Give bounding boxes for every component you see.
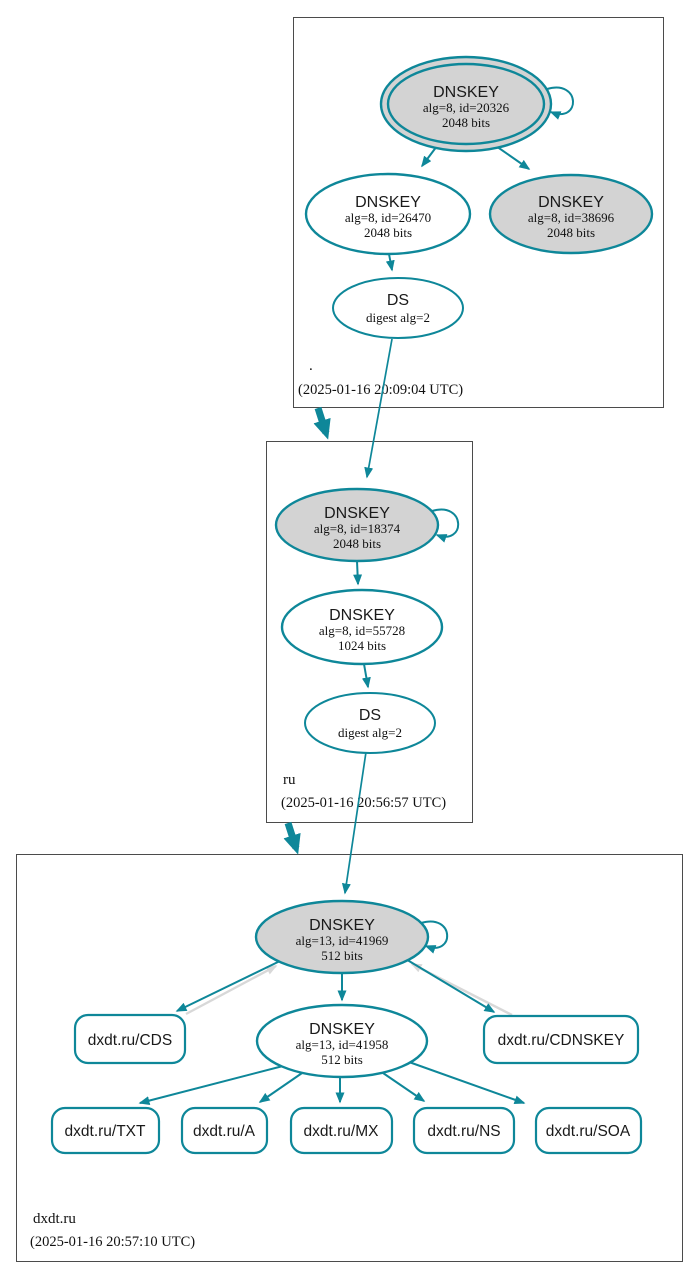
edge-dxdt-ksk-to-cdnskey — [403, 957, 496, 1013]
edge-delegation-ru-to-dxdt — [283, 821, 301, 855]
ru-zsk-detail2: 1024 bits — [338, 638, 386, 653]
root-ksk2-detail2: 2048 bits — [547, 225, 595, 240]
root-zsk-detail1: alg=8, id=26470 — [345, 210, 431, 225]
rrset-a-label: dxdt.ru/A — [193, 1123, 256, 1140]
ru-zsk-detail1: alg=8, id=55728 — [319, 623, 405, 638]
edge-root-ksk-to-zsk — [421, 145, 438, 168]
edge-dxdt-zsk-to-a — [258, 1070, 306, 1103]
rrset-mx-node: dxdt.ru/MX — [289, 1106, 394, 1155]
root-ksk-inner-ring — [386, 62, 546, 146]
zone-label-ru: ru — [283, 772, 296, 788]
edge-dxdt-ksk-selfsign-loop — [420, 920, 449, 954]
edge-ru-ksk-to-zsk — [353, 560, 363, 586]
dxdt-ksk-detail2: 512 bits — [321, 948, 363, 963]
ru-ksk-detail2: 2048 bits — [333, 536, 381, 551]
ru-ds-node: DS digest alg=2 — [304, 692, 436, 754]
dxdt-ksk-detail1: alg=13, id=41969 — [296, 933, 389, 948]
zone-timestamp-dxdt: (2025-01-16 20:57:10 UTC) — [30, 1234, 195, 1250]
rrset-soa-box — [534, 1106, 643, 1155]
root-ds-ellipse — [332, 277, 464, 339]
dxdt-ksk-node: DNSKEY alg=13, id=41969 512 bits — [254, 899, 430, 975]
rrset-cds-node: dxdt.ru/CDS — [73, 1013, 187, 1065]
root-ksk2-detail1: alg=8, id=38696 — [528, 210, 615, 225]
root-ksk-node: DNSKEY alg=8, id=20326 2048 bits — [379, 55, 553, 153]
dxdt-zsk-detail1: alg=13, id=41958 — [296, 1037, 389, 1052]
root-zsk-node: DNSKEY alg=8, id=26470 2048 bits — [304, 172, 472, 256]
root-ds-detail1: digest alg=2 — [366, 310, 430, 325]
rrset-mx-box — [289, 1106, 394, 1155]
rrset-txt-label: dxdt.ru/TXT — [65, 1123, 146, 1140]
zone-box-dxdt — [16, 854, 683, 1262]
rrset-soa-node: dxdt.ru/SOA — [534, 1106, 643, 1155]
dxdt-zsk-detail2: 512 bits — [321, 1052, 363, 1067]
zone-label-root: . — [309, 358, 313, 374]
ru-ksk-node: DNSKEY alg=8, id=18374 2048 bits — [274, 487, 440, 563]
root-ksk-detail1: alg=8, id=20326 — [423, 100, 510, 115]
root-ds-node: DS digest alg=2 — [332, 277, 464, 339]
edge-dxdt-zsk-to-soa — [408, 1061, 526, 1105]
rrset-cdnskey-box — [482, 1014, 640, 1065]
zone-label-dxdt: dxdt.ru — [33, 1211, 76, 1227]
zone-timestamp-ru: (2025-01-16 20:56:57 UTC) — [281, 795, 446, 811]
root-ds-title: DS — [387, 292, 409, 309]
root-ksk-title: DNSKEY — [433, 84, 499, 101]
rrset-cds-box — [73, 1013, 187, 1065]
root-zsk-ellipse — [304, 172, 472, 256]
edge-root-ds-to-ru-ksk — [364, 338, 393, 479]
dxdt-zsk-title: DNSKEY — [309, 1021, 375, 1038]
ru-ds-title: DS — [359, 707, 381, 724]
ru-ds-ellipse — [304, 692, 436, 754]
rrset-txt-box — [50, 1106, 161, 1155]
edge-ru-ds-to-dxdt-ksk — [341, 751, 367, 895]
edge-delegation-root-to-ru — [313, 406, 331, 440]
ru-ksk-ellipse — [274, 487, 440, 563]
edge-dxdt-zsk-to-ns — [382, 1072, 426, 1102]
dxdt-ksk-title: DNSKEY — [309, 917, 375, 934]
zone-timestamp-root: (2025-01-16 20:09:04 UTC) — [298, 382, 463, 398]
root-ksk2-node: DNSKEY alg=8, id=38696 2048 bits — [488, 173, 654, 255]
ru-zsk-ellipse — [280, 588, 444, 666]
rrset-mx-label: dxdt.ru/MX — [304, 1123, 380, 1140]
edge-ru-zsk-to-ds — [361, 663, 371, 689]
edge-ru-ksk-selfsign-loop — [431, 508, 460, 543]
root-ksk-detail2: 2048 bits — [442, 115, 490, 130]
edge-dxdt-zsk-to-txt — [138, 1065, 284, 1105]
rrset-ns-label: dxdt.ru/NS — [427, 1123, 500, 1140]
rrset-cdnskey-label: dxdt.ru/CDNSKEY — [498, 1032, 625, 1049]
root-ksk2-ellipse — [488, 173, 654, 255]
ru-zsk-node: DNSKEY alg=8, id=55728 1024 bits — [280, 588, 444, 666]
rrset-a-node: dxdt.ru/A — [180, 1106, 269, 1155]
zone-box-ru — [266, 441, 473, 823]
edge-cds-to-dxdt-ksk-gray — [185, 964, 278, 1016]
zone-box-root — [293, 17, 664, 408]
rrset-a-box — [180, 1106, 269, 1155]
dxdt-zsk-node: DNSKEY alg=13, id=41958 512 bits — [255, 1003, 429, 1079]
edge-root-ksk-to-ksk2 — [495, 145, 531, 170]
rrset-cds-label: dxdt.ru/CDS — [88, 1032, 172, 1049]
edge-root-zsk-to-ds — [385, 253, 395, 272]
rrset-ns-box — [412, 1106, 516, 1155]
rrset-soa-label: dxdt.ru/SOA — [546, 1123, 631, 1140]
root-ksk2-title: DNSKEY — [538, 194, 604, 211]
dxdt-ksk-ellipse — [254, 899, 430, 975]
edge-root-ksk-selfsign-loop — [546, 86, 574, 120]
ru-ksk-title: DNSKEY — [324, 505, 390, 522]
ru-ds-detail1: digest alg=2 — [338, 725, 402, 740]
rrset-ns-node: dxdt.ru/NS — [412, 1106, 516, 1155]
rrset-txt-node: dxdt.ru/TXT — [50, 1106, 161, 1155]
root-zsk-title: DNSKEY — [355, 194, 421, 211]
dxdt-zsk-ellipse — [255, 1003, 429, 1079]
edge-dxdt-ksk-to-cds — [175, 960, 281, 1012]
rrset-cdnskey-node: dxdt.ru/CDNSKEY — [482, 1014, 640, 1065]
ru-zsk-title: DNSKEY — [329, 607, 395, 624]
ru-ksk-detail1: alg=8, id=18374 — [314, 521, 401, 536]
root-zsk-detail2: 2048 bits — [364, 225, 412, 240]
